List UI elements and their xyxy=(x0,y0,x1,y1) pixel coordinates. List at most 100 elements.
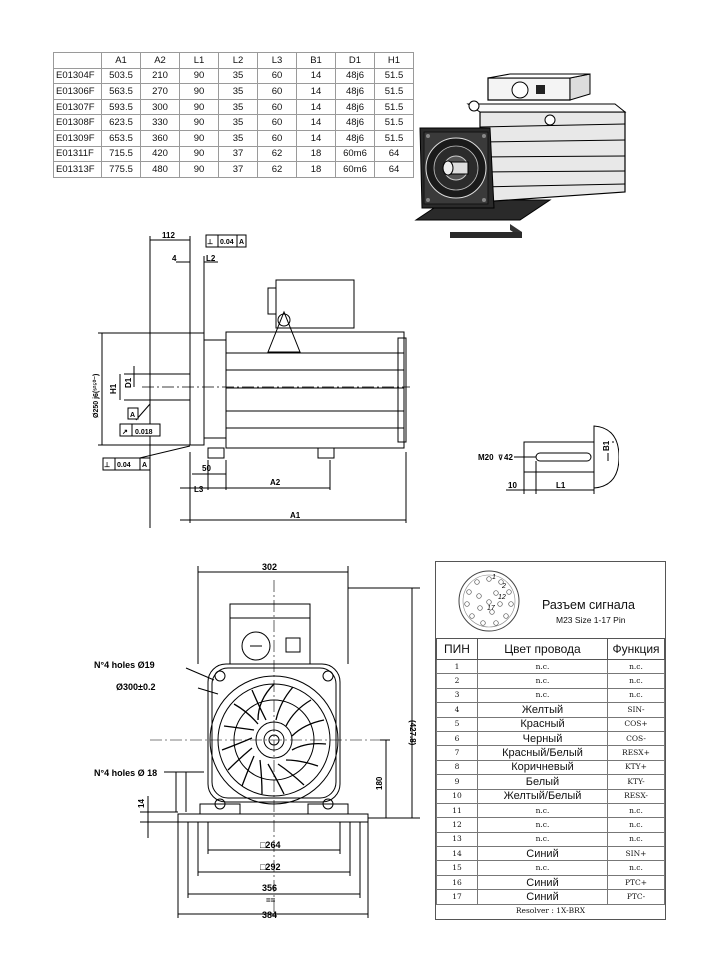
svg-text:A: A xyxy=(130,412,135,419)
pin-function: KTY- xyxy=(607,774,665,790)
pin-number: 15 xyxy=(436,860,478,876)
pin-function: n.c. xyxy=(607,817,665,833)
pcd-label: Ø300±0.2 xyxy=(116,682,155,692)
dim-302-label: 302 xyxy=(262,562,277,572)
svg-text:⊥: ⊥ xyxy=(207,238,213,246)
dimension-header-cell: A2 xyxy=(140,52,180,69)
dimension-cell: 18 xyxy=(296,161,336,178)
pin-number: 8 xyxy=(436,759,478,776)
model-cell: E01304F xyxy=(53,67,102,85)
thread-label: M20 xyxy=(478,453,494,462)
side-view-drawing: 112 ⊥ 0.04 A 4 L2 Ø250 j6(ˢ²⁵⁰⁻) H1 D1 A… xyxy=(92,231,410,528)
dimension-cell: 420 xyxy=(140,145,180,163)
dim-l1-label: L1 xyxy=(556,481,566,490)
model-cell: E01306F xyxy=(53,83,102,100)
pin-label-2: 2 xyxy=(501,583,506,590)
connector-pin-panel: 1 2 12 17 Разъем сигнала M23 Size 1-17 P… xyxy=(435,561,666,920)
datum-a-2-label: A xyxy=(142,462,147,469)
pin-label-17: 17 xyxy=(487,605,496,612)
tol-flatness-label: 0.04 xyxy=(220,239,234,246)
dimension-cell: 35 xyxy=(218,83,258,100)
dimension-cell: 14 xyxy=(296,129,336,147)
dimension-cell: 14 xyxy=(296,114,336,131)
dimension-cell: 14 xyxy=(296,83,336,100)
dimension-cell: 60 xyxy=(257,129,297,147)
pin-number: 17 xyxy=(436,889,478,905)
wire-color: n.c. xyxy=(477,860,608,876)
dim-356-label: 356 xyxy=(262,883,277,893)
model-cell: E01308F xyxy=(53,114,102,131)
dimension-cell: 37 xyxy=(218,161,258,178)
color-column-header: Цвет провода xyxy=(477,638,608,660)
dimension-header-cell: A1 xyxy=(101,52,141,69)
pin-function: RESX- xyxy=(607,788,665,804)
pin-number: 2 xyxy=(436,673,478,689)
dimension-cell: 563.5 xyxy=(101,83,141,100)
svg-text:⊥: ⊥ xyxy=(104,461,110,469)
pin-function: n.c. xyxy=(607,658,665,675)
dimension-cell: 62 xyxy=(257,145,297,163)
dimension-cell: 715.5 xyxy=(101,145,141,163)
dimension-cell: 360 xyxy=(140,129,180,147)
dimension-cell: 593.5 xyxy=(101,98,141,116)
model-cell: E01307F xyxy=(53,98,102,116)
wire-color: Желтый xyxy=(477,702,608,718)
holes-top-label: N°4 holes Ø19 xyxy=(94,660,155,670)
dimension-header-cell: D1 xyxy=(335,52,375,69)
dimension-cell: 480 xyxy=(140,161,180,178)
wire-color: Синий xyxy=(477,889,608,905)
dimension-cell: 62 xyxy=(257,161,297,178)
dim-427-label: (427.8) xyxy=(408,720,417,746)
dimension-cell: 90 xyxy=(179,98,219,116)
connector-subtitle: M23 Size 1-17 Pin xyxy=(556,615,626,625)
dimension-cell: 51.5 xyxy=(374,98,414,116)
dimension-cell: 90 xyxy=(179,161,219,178)
resolver-footer: Resolver : 1X-BRX xyxy=(515,906,586,915)
dimension-cell: 51.5 xyxy=(374,83,414,100)
dim-14-label: 14 xyxy=(137,799,146,808)
dimension-header-cell: L1 xyxy=(179,52,219,69)
dimension-cell: 35 xyxy=(218,129,258,147)
dimension-cell: 623.5 xyxy=(101,114,141,131)
dimension-cell: 48j6 xyxy=(335,114,375,131)
dim-384-label: 384 xyxy=(262,910,277,920)
svg-text:⊽: ⊽ xyxy=(498,454,503,462)
dimension-header-cell: H1 xyxy=(374,52,414,69)
svg-text:==: == xyxy=(266,896,276,905)
pin-number: 7 xyxy=(436,745,478,761)
pin-function: n.c. xyxy=(607,831,665,848)
wire-color: Красный xyxy=(477,716,608,732)
dim-4-label: 4 xyxy=(172,254,177,263)
wire-color: n.c. xyxy=(477,802,608,819)
wire-color: Черный xyxy=(477,730,608,747)
dimension-cell: 653.5 xyxy=(101,129,141,147)
dimension-cell: 14 xyxy=(296,67,336,85)
wire-color: n.c. xyxy=(477,673,608,689)
dim-b1-label: B1 xyxy=(602,440,611,451)
dimension-cell: 90 xyxy=(179,114,219,131)
dimension-cell: 51.5 xyxy=(374,67,414,85)
dimension-cell: 48j6 xyxy=(335,67,375,85)
dimension-cell: 51.5 xyxy=(374,129,414,147)
dim-d1-label: D1 xyxy=(124,377,133,388)
dimension-cell: 60 xyxy=(257,114,297,131)
pin-number: 5 xyxy=(436,716,478,732)
dimension-cell: 60 xyxy=(257,83,297,100)
shaft-detail-drawing: M20 ⊽ 42 10 L1 B1 xyxy=(478,425,619,494)
dimension-header-cell xyxy=(53,52,102,69)
pin-number: 12 xyxy=(436,817,478,833)
pin-function: SIN- xyxy=(607,702,665,718)
